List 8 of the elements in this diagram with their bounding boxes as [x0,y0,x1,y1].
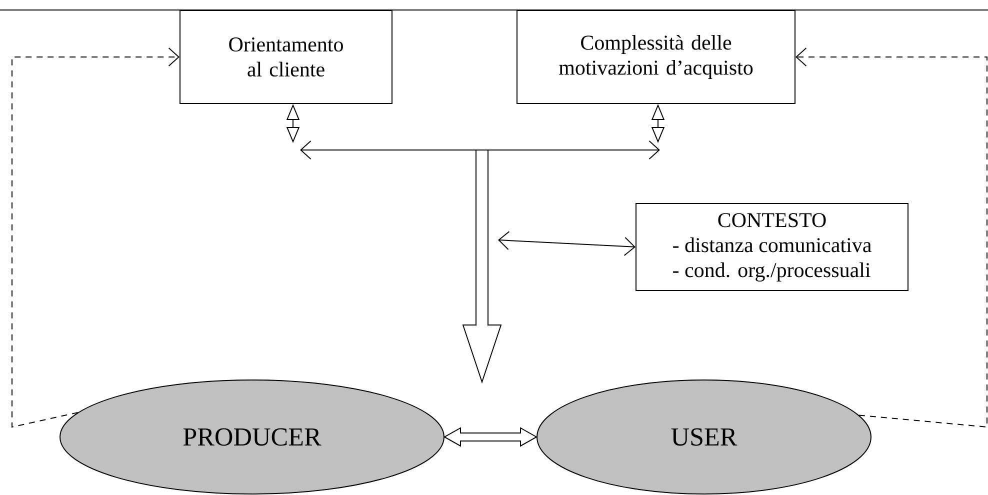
ellipse-node: USER [536,380,872,494]
dashed-arrow [796,48,988,428]
concept-box: Orientamento al cliente [180,10,392,104]
double-arrow [498,231,636,256]
ellipse-node: PRODUCER [60,380,444,494]
dashed-arrow [12,48,180,428]
context-box: CONTESTO - distanza comunicativa - cond. org./processuali [636,203,908,291]
concept-box: Complessità delle motivazioni d’acquisto [516,10,796,104]
